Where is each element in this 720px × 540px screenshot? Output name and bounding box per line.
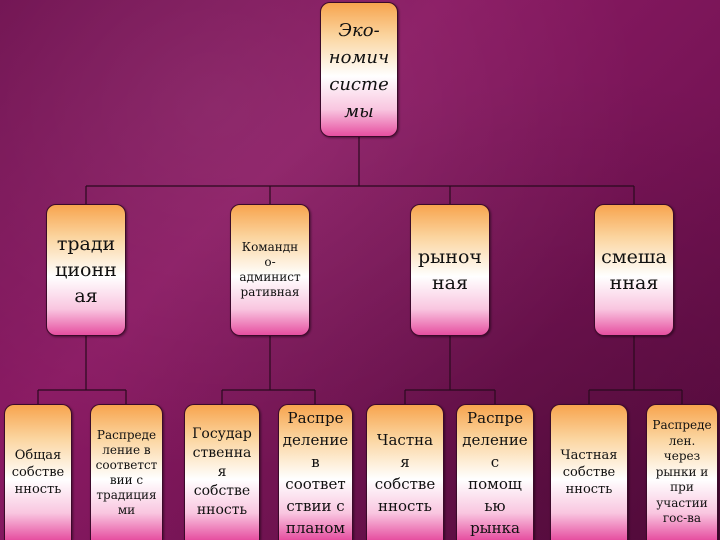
node-traditional-label: тради ционн ая <box>55 233 117 307</box>
leaf-label: Распре деление в соответ ствии с планом <box>282 408 349 537</box>
leaf-distribution-market-and-state: Распреде лен. через рынки и при участии … <box>646 404 718 540</box>
leaf-label: Общая собстве нность <box>11 448 65 497</box>
node-mixed-label: смеша нная <box>601 246 667 294</box>
leaf-label: Частна я собстве нность <box>374 430 436 515</box>
node-market: рыноч ная <box>410 204 490 336</box>
node-traditional: тради ционн ая <box>46 204 126 336</box>
leaf-private-property-market: Частна я собстве нность <box>366 404 444 540</box>
leaf-label: Распреде ление в соответст вии с традици… <box>95 427 158 517</box>
node-market-label: рыноч ная <box>418 246 482 294</box>
leaf-label: Государ ственна я собстве нность <box>192 426 252 518</box>
leaf-state-property: Государ ственна я собстве нность <box>184 404 260 540</box>
leaf-private-property-mixed: Частная собстве нность <box>550 404 628 540</box>
node-command-label: Командн о- админист ративная <box>239 240 301 299</box>
leaf-distribution-by-tradition: Распреде ление в соответст вии с традици… <box>90 404 163 540</box>
root-node-label: Эко- номич систе мы <box>328 19 390 122</box>
leaf-distribution-by-plan: Распре деление в соответ ствии с планом <box>278 404 353 540</box>
leaf-distribution-by-market: Распре деление с помощ ью рынка <box>456 404 534 540</box>
leaf-label: Частная собстве нность <box>560 448 618 497</box>
leaf-label: Распре деление с помощ ью рынка <box>462 408 528 537</box>
leaf-label: Распреде лен. через рынки и при участии … <box>652 418 712 526</box>
node-command-administrative: Командн о- админист ративная <box>230 204 310 336</box>
node-mixed: смеша нная <box>594 204 674 336</box>
root-node-economic-systems: Эко- номич систе мы <box>320 2 398 137</box>
leaf-common-property: Общая собстве нность <box>4 404 72 540</box>
